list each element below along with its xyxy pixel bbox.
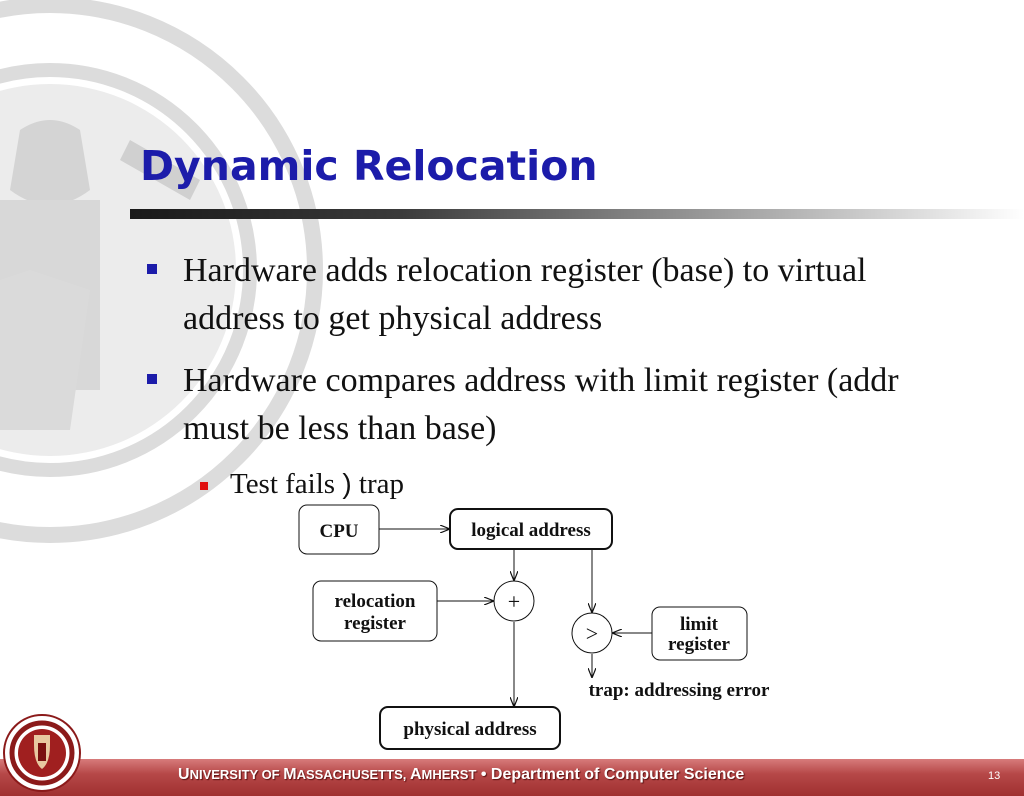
relocation-register-label-line1: relocation (335, 591, 416, 612)
physical-address-label: physical address (403, 719, 536, 740)
sub-bullet: Test fails ) trap (230, 464, 404, 504)
bullet-square-icon (147, 264, 157, 274)
bullet-2: Hardware compares address with limit reg… (183, 362, 899, 447)
university-seal-logo-icon (3, 714, 81, 792)
title-divider (130, 209, 1024, 219)
adder-circle (493, 580, 535, 622)
adder-label: + (508, 589, 520, 614)
footer-institution-text: UNIVERSITY OF MASSACHUSETTS, AMHERST • D… (178, 766, 745, 783)
sub-bullet-symbol: ) (342, 468, 352, 499)
trap-label: trap: addressing error (589, 680, 770, 701)
cpu-label: CPU (319, 521, 358, 542)
footer-separator: • (476, 766, 491, 783)
university-seal-watermark-icon (0, 0, 323, 543)
slide-title: Dynamic Relocation (140, 142, 598, 190)
logical-address-label: logical address (471, 520, 590, 541)
relocation-register-label-line2: register (344, 613, 406, 634)
sub-bullet-square-icon (200, 482, 208, 490)
logical-address-box (449, 508, 613, 550)
footer-department: Department of Computer Science (490, 766, 745, 783)
physical-address-box (379, 706, 561, 750)
relocation-register-box (312, 580, 438, 642)
footer-bar (0, 759, 1024, 796)
bullet-square-icon (147, 374, 157, 384)
comparator-label: > (586, 621, 598, 646)
limit-register-label-line2: register (668, 634, 730, 655)
sub-bullet-text-after: trap (351, 468, 405, 500)
page-number: 13 (988, 770, 1001, 782)
bullet-1: Hardware adds relocation register (base)… (183, 252, 867, 337)
sub-bullet-text-before: Test fails (230, 468, 343, 500)
limit-register-label-line1: limit (680, 614, 719, 635)
